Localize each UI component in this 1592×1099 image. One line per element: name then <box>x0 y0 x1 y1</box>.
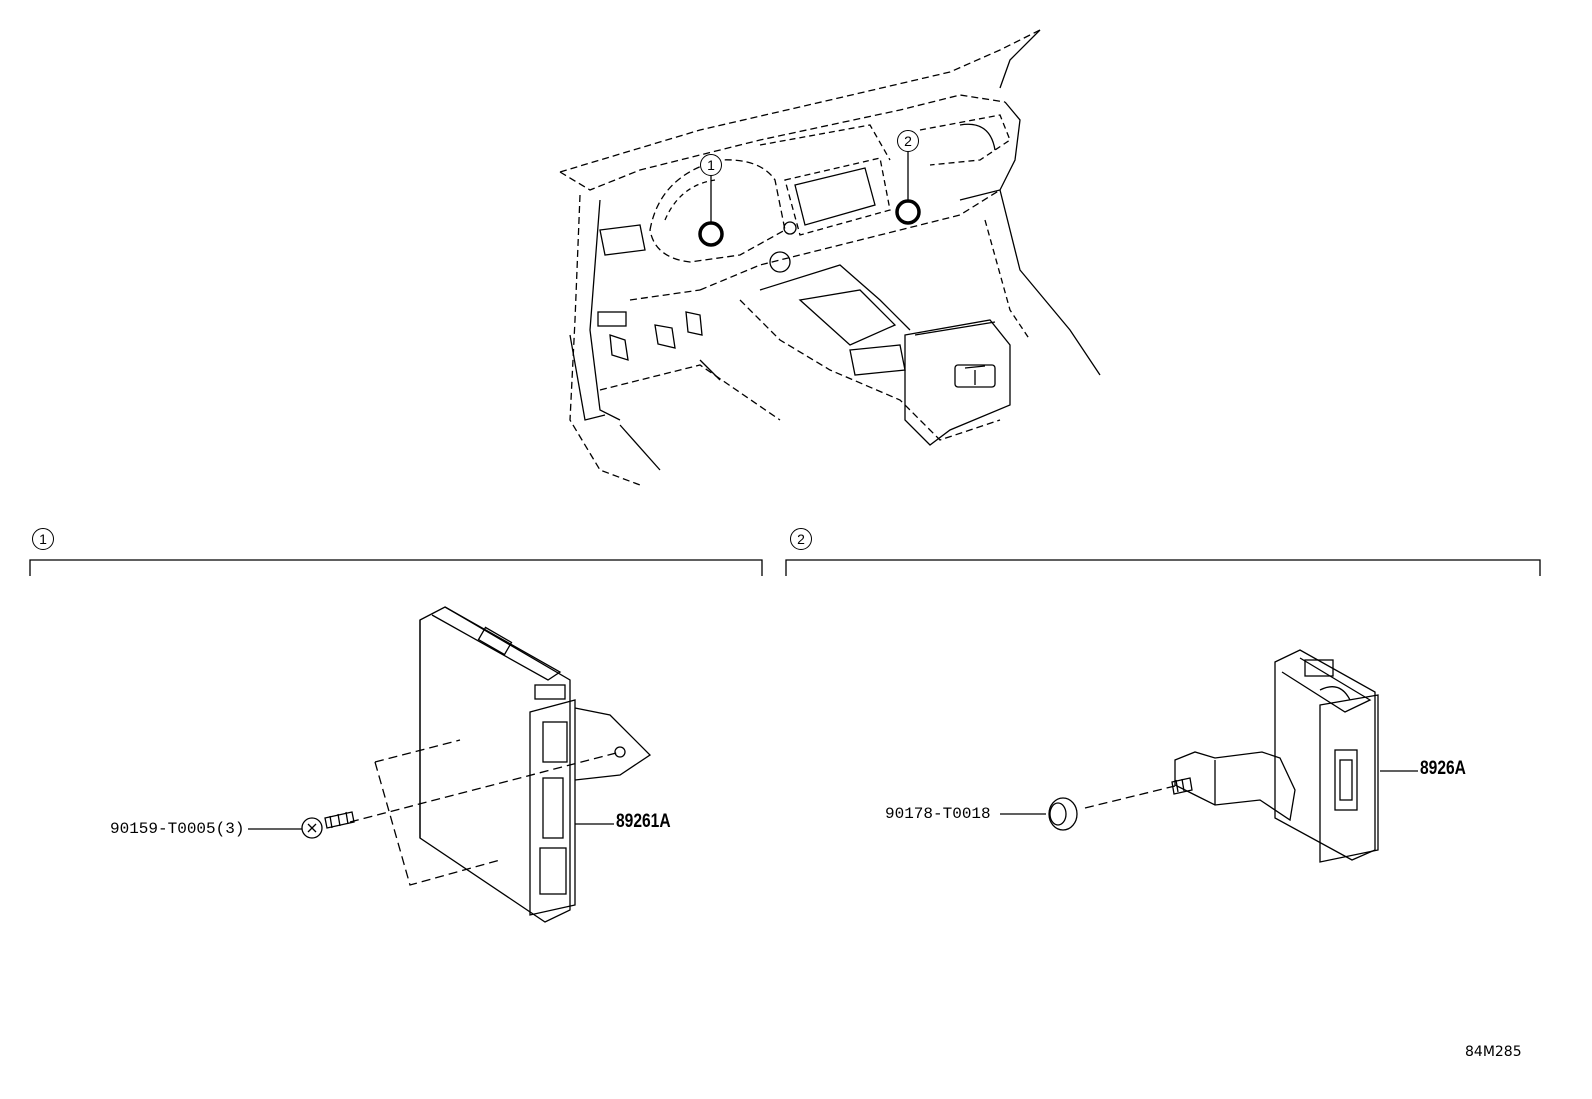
section-1-marker: 1 <box>32 528 54 550</box>
fastener-label-90159: 90159-T0005(3) <box>110 820 245 838</box>
part-label-8926a: 8926A <box>1420 758 1466 779</box>
overview-marker-1: 1 <box>700 154 722 176</box>
section-2-marker: 2 <box>790 528 812 550</box>
section-2-frame <box>785 559 1541 576</box>
part-label-89261a: 89261A <box>616 811 671 832</box>
drawing-reference-code: 84M285 <box>1465 1044 1522 1060</box>
dashboard-overview-illustration <box>559 29 1101 486</box>
overview-marker-2: 2 <box>897 130 919 152</box>
fastener-label-90178: 90178-T0018 <box>885 805 991 823</box>
section-1-frame <box>29 559 763 576</box>
body-ecu-89261a-illustration <box>248 606 652 923</box>
module-8926a-illustration <box>1000 649 1418 863</box>
